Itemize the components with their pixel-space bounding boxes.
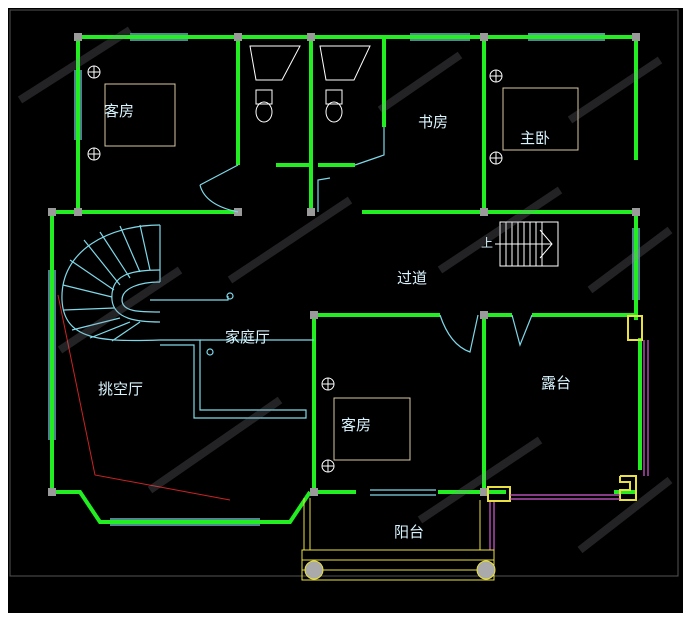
magenta-lines [489, 340, 649, 550]
drawing-border [9, 9, 679, 577]
red-void-line [57, 294, 231, 501]
room-label-master-bedroom: 主卧 [520, 129, 551, 147]
doors [199, 127, 533, 353]
furniture-beds [104, 83, 579, 461]
room-label-guest-top: 客房 [104, 102, 135, 120]
room-label-family-room: 家庭厅 [225, 328, 271, 346]
room-label-balcony: 阳台 [394, 523, 425, 541]
stair-up-label: 上 [481, 236, 494, 250]
room-label-terrace: 露台 [541, 374, 572, 392]
bathroom-fixtures [249, 45, 371, 123]
outer-walls [50, 35, 638, 524]
room-label-guest-bottom: 客房 [341, 416, 372, 434]
watermarks [17, 26, 673, 554]
balcony-posts [304, 560, 496, 580]
interior-walls [236, 37, 642, 494]
yellow-columns [487, 315, 643, 502]
room-label-corridor: 过道 [397, 269, 428, 287]
room-label-atrium: 挑空厅 [98, 380, 144, 398]
straight-stair [495, 221, 559, 267]
furniture-bedsides [87, 65, 503, 473]
drawing-background [8, 8, 683, 613]
window-lines [48, 33, 640, 526]
room-label-study: 书房 [418, 113, 449, 131]
drawing-caption: 二层平面图 [566, 587, 662, 609]
spiral-staircase [61, 224, 307, 419]
